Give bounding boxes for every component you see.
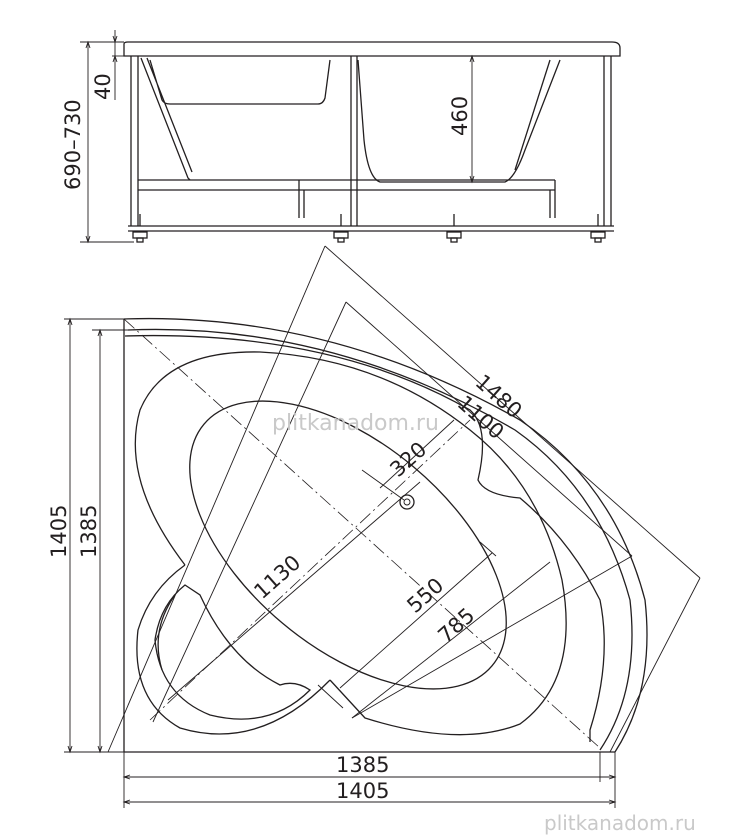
side-bowl-left [140,57,331,181]
height-inner-label: 1385 [77,505,101,558]
side-dim-total-height [80,40,134,244]
plan-rim-contour [124,334,605,742]
side-depth-label: 460 [448,96,472,136]
dim-vertical-left [64,317,128,754]
dim-785 [351,561,551,719]
width-inner-label: 1385 [336,753,389,777]
side-rim-label: 40 [91,73,115,100]
plan-bowl-outer [134,351,567,736]
plan-seat [154,584,312,720]
dim-320 [361,419,455,501]
dim-785-label: 785 [433,603,479,648]
width-outer-label: 1405 [336,779,389,803]
dim-1130-label: 1130 [249,550,305,603]
side-rim [123,41,621,57]
dim-550 [317,541,497,709]
dim-diagonal-1100 [152,301,633,723]
side-dim-depth [469,54,475,184]
side-feet [132,214,606,243]
drain-icon [399,494,415,510]
watermark-center: plitkanadom.ru [272,411,439,436]
side-bowl-right [357,59,561,183]
dim-1130 [167,481,421,701]
plan-view: 1480 1100 320 1130 550 785 [47,245,701,808]
dim-550-label: 550 [402,573,448,618]
plan-outer-contour [123,317,648,753]
side-height-label: 690–730 [61,99,85,190]
height-outer-label: 1405 [47,505,71,558]
plan-bowl-inner [189,400,507,690]
dim-horizontal-bottom [122,752,617,808]
side-view: 690–730 40 460 [61,30,621,244]
watermark-corner: plitkanadom.ru [544,811,696,835]
dim-320-label: 320 [385,437,431,482]
side-dim-rim [112,30,124,100]
dim-diagonal-1480 [107,245,701,753]
